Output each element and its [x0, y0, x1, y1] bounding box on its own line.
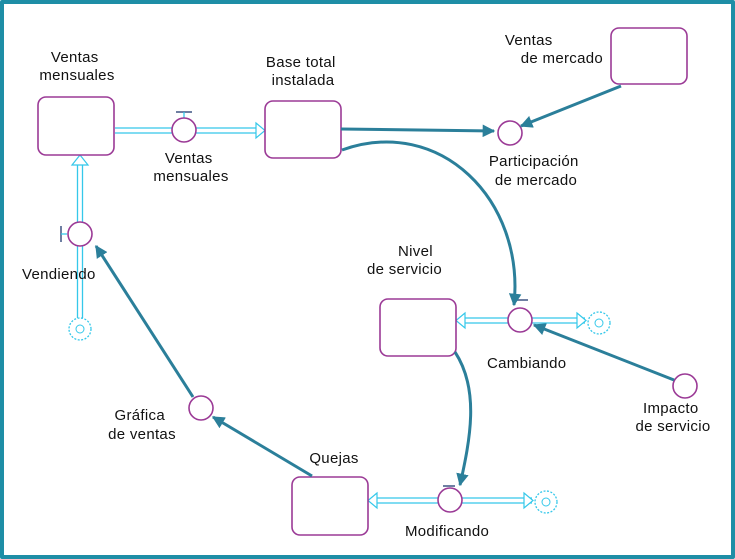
aux-label-participacion: Participación de mercado	[489, 153, 583, 189]
stock-ventas-de-mercado[interactable]	[610, 27, 688, 85]
cloud-icon-cambiando-sink	[587, 311, 611, 335]
aux-label-impacto-de-servicio: Impacto de servicio	[636, 400, 711, 435]
flow-label-cambiando: Cambiando	[487, 355, 566, 372]
stock-quejas[interactable]	[291, 476, 369, 536]
aux-grafica-de-ventas[interactable]	[188, 395, 214, 421]
stock-label-quejas: Quejas	[309, 450, 358, 467]
valve-ventas-mensuales[interactable]	[171, 111, 197, 143]
link-base-to-participacion	[340, 124, 496, 138]
valve-modificando[interactable]	[437, 485, 463, 513]
stock-label-nivel-de-servicio: Nivel de servicio	[367, 243, 442, 278]
stock-label-base-total: Base total instalada	[266, 54, 340, 89]
stock-ventas-mensuales[interactable]	[37, 96, 115, 156]
flow-label-modificando: Modificando	[405, 523, 489, 540]
cloud-icon-modificando-sink	[534, 490, 558, 514]
stock-base-total-instalada[interactable]	[264, 100, 342, 159]
flow-label-ventas-mensuales: Ventas mensuales	[153, 150, 228, 185]
link-base-to-cambiando	[341, 140, 522, 307]
valve-vendiendo[interactable]	[60, 221, 93, 247]
stock-label-ventas-mensuales: Ventas mensuales	[39, 49, 114, 84]
flow-label-vendiendo: Vendiendo	[22, 266, 96, 283]
aux-participacion-de-mercado[interactable]	[497, 120, 523, 146]
cloud-icon-vendiendo-source	[68, 317, 92, 341]
aux-impacto-de-servicio[interactable]	[672, 373, 698, 399]
valve-cambiando[interactable]	[507, 299, 533, 333]
link-ventas-mercado-to-participacion	[519, 84, 622, 128]
stock-nivel-de-servicio[interactable]	[379, 298, 457, 357]
link-impacto-to-cambiando	[532, 323, 675, 382]
stock-label-ventas-de-mercado: Ventas de mercado	[505, 32, 603, 67]
aux-label-grafica-de-ventas: Gráfica de ventas	[108, 407, 176, 443]
link-nivel-to-modificando	[453, 351, 473, 487]
link-quejas-to-grafica	[211, 415, 313, 478]
link-grafica-to-vendiendo	[94, 244, 195, 398]
